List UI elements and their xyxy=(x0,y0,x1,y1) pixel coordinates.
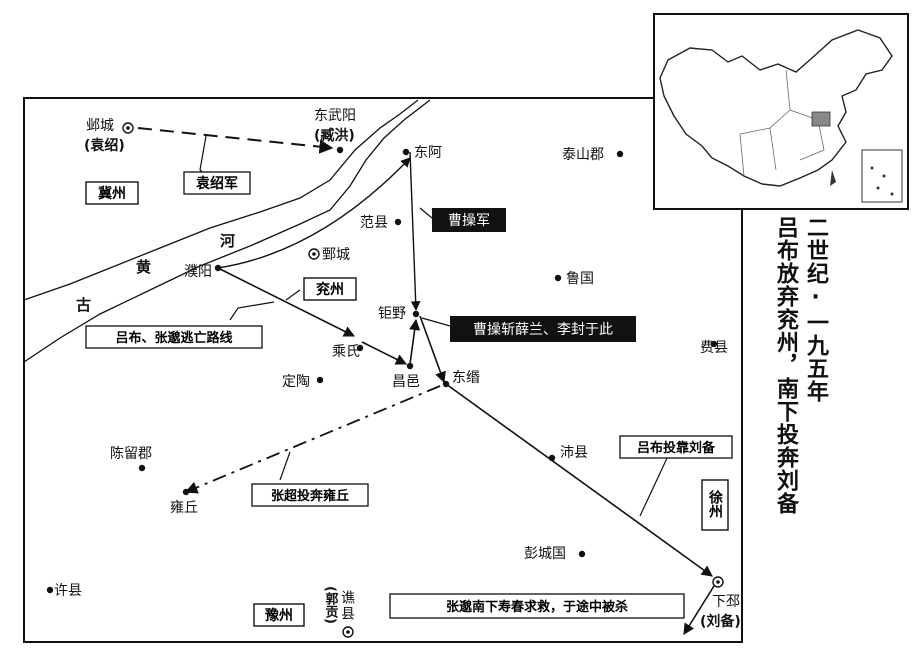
zhangmiao-route xyxy=(683,585,715,635)
svg-text:吕布、张邈逃亡路线: 吕布、张邈逃亡路线 xyxy=(115,330,232,346)
lvbu-route-5 xyxy=(445,383,713,577)
caocao-route-puyang-donga xyxy=(217,157,411,269)
region-yuzhou: 豫州 xyxy=(253,603,305,627)
city-dot-chenliu xyxy=(138,464,146,472)
svg-text:兖州: 兖州 xyxy=(316,281,344,298)
label-luguo: 鲁国 xyxy=(566,271,594,287)
city-dot-yongqiu xyxy=(182,488,190,496)
label-dongwuyang: 东武阳 xyxy=(314,108,356,124)
map-title-main: 吕布放弃兖州，南下投奔刘备 xyxy=(773,216,798,515)
label-peixian: 沛县 xyxy=(560,445,588,461)
label-dongmin: 东缗 xyxy=(452,370,480,386)
svg-text:吕布投靠刘备: 吕布投靠刘备 xyxy=(637,440,716,456)
inset-map xyxy=(653,13,909,210)
label-xuxian: 许县 xyxy=(54,583,82,599)
svg-text:张超投奔雍丘: 张超投奔雍丘 xyxy=(271,488,349,504)
region-jizhou: 冀州 xyxy=(85,181,139,205)
leader-lines xyxy=(199,135,669,517)
label-puyang: 濮阳 xyxy=(184,264,212,280)
svg-text:张邈南下寿春求救，于途中被杀: 张邈南下寿春求救，于途中被杀 xyxy=(446,599,628,615)
city-dot-taishan xyxy=(616,150,624,158)
label-chengshi: 乘氏 xyxy=(332,344,360,360)
svg-text:袁绍军: 袁绍军 xyxy=(195,175,238,192)
zhangchao-route xyxy=(184,385,441,494)
lvbu-route-4 xyxy=(419,315,446,384)
label-pengcheng: 彭城国 xyxy=(524,546,566,562)
label-yecheng-note: (袁绍) xyxy=(84,137,125,154)
city-dot-luguo xyxy=(554,274,562,282)
label-chenliu: 陈留郡 xyxy=(110,445,152,462)
lvbu-route-3 xyxy=(409,318,421,365)
region-yanzhou: 兖州 xyxy=(303,277,357,301)
city-dot-dongmin xyxy=(442,380,450,388)
label-juye: 钜野 xyxy=(378,306,406,322)
caocao-route-donga-juye xyxy=(409,151,421,311)
taiwan-island xyxy=(830,170,836,186)
map-title: 二世纪·一九五年 吕布放弃兖州，南下投奔刘备 xyxy=(770,216,830,636)
city-dot-juye xyxy=(412,310,420,318)
svg-text:冀州: 冀州 xyxy=(98,185,126,202)
city-dot-chengshi xyxy=(356,344,364,352)
label-yecheng: 邺城 xyxy=(86,118,114,134)
lvbu-route-1 xyxy=(217,267,356,337)
callout-lvbu-route: 吕布、张邈逃亡路线 xyxy=(85,325,263,349)
city-dot-peixian xyxy=(548,454,556,462)
label-xiapi: 下邳 xyxy=(712,594,740,610)
city-dot-dongwuyang xyxy=(336,146,344,154)
label-yongqiu: 雍丘 xyxy=(170,500,198,516)
south-sea-inset xyxy=(861,149,903,203)
label-feixian: 费县 xyxy=(700,340,728,356)
city-dot-pengcheng xyxy=(578,550,586,558)
label-taishan: 泰山郡 xyxy=(562,147,604,163)
map-frame xyxy=(23,97,743,643)
label-xiapi-note: (刘备) xyxy=(700,613,741,630)
river-bank-lower xyxy=(23,99,431,363)
label-dingtao: 定陶 xyxy=(282,374,310,390)
region-xuzhou: 徐州 xyxy=(701,479,729,531)
city-dot-xuxian xyxy=(46,586,54,594)
river-char-gu: 古 xyxy=(76,296,91,314)
callout-lvbu-liubei: 吕布投靠刘备 xyxy=(619,435,733,459)
city-dot-donga xyxy=(402,148,410,156)
city-dot-feixian xyxy=(710,340,718,348)
label-fanxian: 范县 xyxy=(360,214,388,231)
river-char-huang: 黄 xyxy=(136,258,151,276)
lvbu-route-2 xyxy=(361,341,408,365)
svg-text:徐州: 徐州 xyxy=(707,489,724,519)
label-changyi: 昌邑 xyxy=(392,374,420,390)
svg-text:曹操斩薛兰、李封于此: 曹操斩薛兰、李封于此 xyxy=(473,322,613,338)
svg-text:曹操军: 曹操军 xyxy=(448,213,490,229)
label-qiaoxian-note: (郭贡) xyxy=(323,586,339,624)
river-bank-upper xyxy=(23,99,419,301)
city-dots xyxy=(46,146,718,594)
svg-text:豫州: 豫州 xyxy=(265,607,293,624)
river-char-he: 河 xyxy=(220,232,235,250)
callout-yuanshao-army: 袁绍军 xyxy=(183,171,251,195)
map-title-date: 二世纪·一九五年 xyxy=(803,216,828,403)
callout-zhangchao: 张超投奔雍丘 xyxy=(251,483,369,507)
province-lines-3 xyxy=(739,127,777,177)
callout-caocao-kill: 曹操斩薛兰、李封于此 xyxy=(450,316,636,342)
label-juancheng: 鄄城 xyxy=(322,247,350,263)
callout-caocao-army: 曹操军 xyxy=(432,208,506,232)
callout-zhangmiao: 张邈南下寿春求救，于途中被杀 xyxy=(389,593,685,619)
highlight-region xyxy=(811,111,831,127)
province-lines-2 xyxy=(789,109,825,161)
yuanshao-route xyxy=(137,127,334,154)
label-qiaoxian: 谯县 xyxy=(339,590,355,622)
label-dongwuyang-note: (臧洪) xyxy=(314,127,355,144)
province-lines xyxy=(739,69,791,135)
label-donga: 东阿 xyxy=(414,145,442,161)
city-dot-dingtao xyxy=(316,376,324,384)
city-dot-fanxian xyxy=(394,218,402,226)
city-dot-changyi xyxy=(406,362,414,370)
city-dot-puyang xyxy=(214,264,222,272)
inset-frame xyxy=(653,13,909,210)
china-outline xyxy=(659,29,893,187)
capital-markers xyxy=(122,122,724,638)
